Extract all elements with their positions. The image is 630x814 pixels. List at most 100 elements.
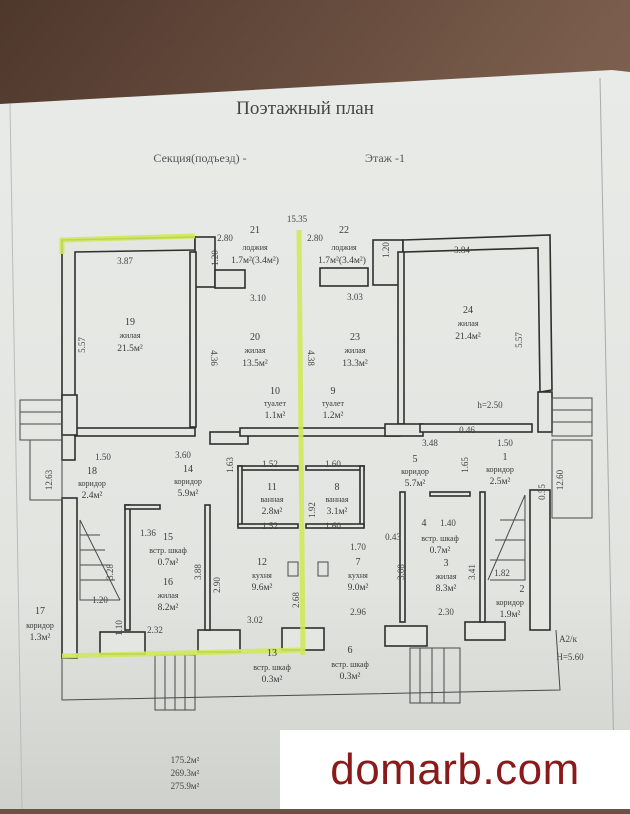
- plan-label: 2: [520, 584, 525, 595]
- right-balcony: [551, 397, 593, 437]
- plan-label: 1.10: [114, 620, 124, 636]
- plan-label: 269.3м²: [171, 768, 200, 778]
- plan-label: 5: [413, 454, 418, 465]
- plan-label: 10: [270, 386, 280, 397]
- plan-label: 13: [267, 648, 277, 659]
- plan-line: [487, 494, 526, 581]
- plan-label: 12: [257, 557, 267, 568]
- right-side-room: [551, 439, 593, 519]
- plan-label: 7: [356, 557, 361, 568]
- section-label: Секция(подъезд) -: [153, 151, 246, 165]
- plan-label: 3.60: [175, 450, 191, 460]
- plan-label: 21.4м²: [455, 332, 481, 342]
- plan-label: 12.63: [44, 469, 54, 490]
- plan-label: 0.43: [385, 532, 401, 542]
- building-height: Н=5.60: [556, 652, 584, 662]
- highlight-top-left: [59, 233, 196, 254]
- plan-label: 3.88: [193, 564, 203, 580]
- plan-label: 2.80: [307, 233, 323, 243]
- plan-label: кухня: [348, 571, 368, 580]
- plan-label: 2.96: [350, 607, 366, 617]
- plan-label: 14: [183, 464, 193, 475]
- plan-label: 1.36: [140, 528, 156, 538]
- watermark-text: domarb.com: [330, 744, 580, 794]
- plan-label: 21: [250, 225, 260, 236]
- plan-label: 1.20: [210, 250, 220, 266]
- plan-label: 19: [125, 317, 135, 328]
- plan-label: 3.84: [454, 245, 470, 255]
- plan-label: 9: [331, 386, 336, 397]
- plan-label: 1.82: [494, 568, 510, 578]
- left-stair: [79, 520, 120, 601]
- plan-label: 12.60: [555, 469, 565, 490]
- plan-label: 20: [250, 332, 260, 343]
- wall-bath-11-left: [237, 465, 243, 527]
- plan-label: 0.7м²: [430, 546, 451, 556]
- plan-label: 1.60: [325, 521, 341, 531]
- plan-label: туалет: [322, 399, 344, 408]
- plan-label: 275.9м²: [171, 781, 200, 791]
- watermark-logo: domarb.com: [280, 730, 630, 809]
- plan-label: 6: [348, 645, 353, 656]
- wall-mid: [239, 427, 401, 437]
- wall-left-lower: [61, 497, 78, 659]
- plan-label: жилая: [243, 346, 265, 355]
- plan-label: 13.5м²: [242, 359, 268, 369]
- plan-label: 18: [87, 466, 97, 477]
- plan-label: ванная: [325, 495, 348, 504]
- plan-label: лоджия: [242, 243, 268, 252]
- plan-label: 2.90: [212, 577, 222, 593]
- plan-label: 1.20: [381, 242, 391, 258]
- plan-label: встр. шкаф: [149, 546, 187, 555]
- plan-label: 11: [267, 482, 277, 493]
- floor-label: Этаж -1: [365, 151, 405, 165]
- balconies-and-stairs: [19, 397, 593, 711]
- plan-label: 3.08: [396, 564, 406, 580]
- right-stair: [490, 495, 526, 581]
- plan-label: 0.3м²: [262, 675, 283, 685]
- entrance-steps-right: [409, 647, 461, 704]
- wall-16-right: [204, 504, 211, 631]
- plan-label: 1.92: [307, 502, 317, 518]
- ceiling-height: h=2.50: [477, 400, 503, 410]
- wall-19-20: [189, 251, 197, 428]
- plan-label: 2.68: [291, 592, 301, 608]
- plan-label: жилая: [343, 346, 365, 355]
- wall-loggia-21: [214, 269, 246, 289]
- plan-label: 5.9м²: [178, 489, 199, 499]
- paper-sheet: [0, 70, 630, 809]
- plan-label: 3.1м²: [327, 507, 348, 517]
- plan-label: 1.60: [325, 459, 341, 469]
- plan-label: 3.41: [467, 564, 477, 580]
- plan-label: 4: [422, 518, 427, 529]
- plan-line: [79, 519, 121, 601]
- paper-margin-line: [9, 103, 23, 810]
- plan-label: 17: [35, 606, 45, 617]
- wall-3-right: [479, 491, 486, 623]
- plan-label: лоджия: [331, 243, 357, 252]
- class-label: А2/к: [559, 634, 578, 644]
- plan-label: 23: [350, 332, 360, 343]
- plan-label: 3.48: [422, 438, 438, 448]
- plan-label: 1.40: [440, 518, 456, 528]
- highlight-party-wall: [296, 229, 306, 656]
- wall-bottom-2: [197, 629, 241, 653]
- plan-label: коридор: [496, 598, 524, 607]
- plan-label: коридор: [26, 621, 54, 630]
- wall-corridor-top-left: [74, 427, 196, 437]
- plan-label: жилая: [118, 331, 140, 340]
